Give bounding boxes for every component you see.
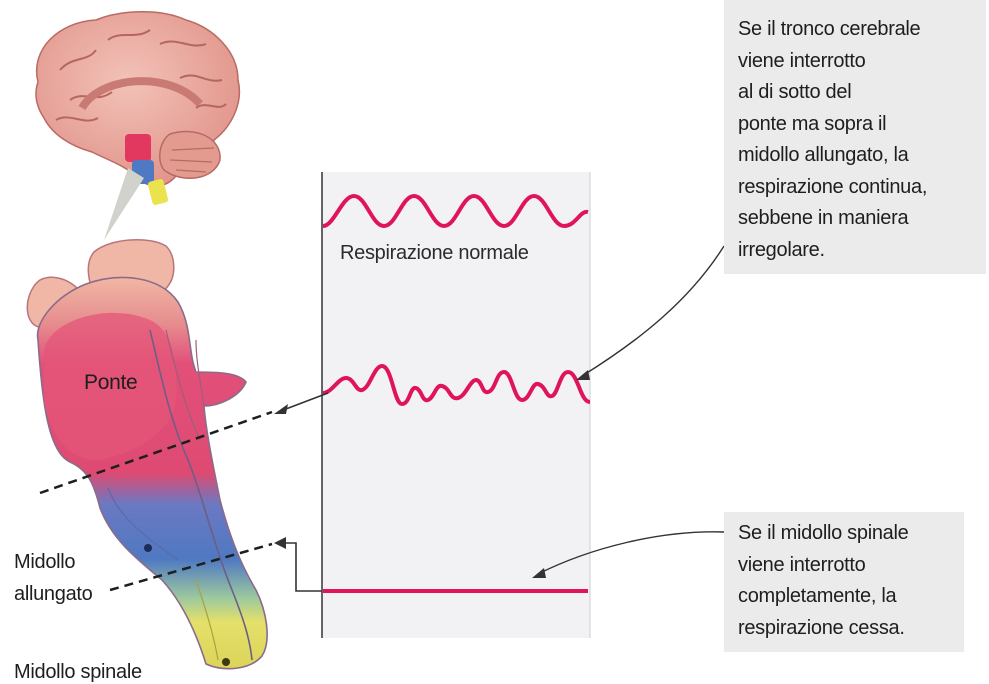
bottom-callout: Se il midollo spinale viene interrotto c… [724, 512, 964, 652]
midollo-allungato-label-line2: allungato [14, 582, 92, 606]
respirazione-normale-label: Respirazione normale [340, 241, 529, 265]
callout-line: viene interrotto [738, 550, 950, 582]
arrow-to-lower-cut [280, 543, 322, 591]
callout-line: al di sotto del [738, 77, 972, 109]
callout-line: viene interrotto [738, 46, 972, 78]
callout-line: irregolare. [738, 235, 972, 267]
ponte-label: Ponte [84, 371, 137, 395]
arrow-from-top-callout [582, 246, 724, 376]
callout-line: midollo allungato, la [738, 140, 972, 172]
callout-line: respirazione cessa. [738, 613, 950, 645]
callout-line: respirazione continua, [738, 172, 972, 204]
arrow-icon [274, 537, 286, 549]
callout-line: ponte ma sopra il [738, 109, 972, 141]
arrow-icon [274, 404, 288, 414]
zoom-pointer [104, 168, 144, 240]
midollo-allungato-label-line1: Midollo [14, 550, 75, 574]
midollo-spinale-label: Midollo spinale [14, 660, 142, 684]
callout-line: Se il midollo spinale [738, 518, 950, 550]
callout-line: Se il tronco cerebrale [738, 14, 972, 46]
callout-line: sebbene in maniera [738, 203, 972, 235]
callout-line: completamente, la [738, 581, 950, 613]
top-callout: Se il tronco cerebrale viene interrotto … [724, 0, 986, 274]
